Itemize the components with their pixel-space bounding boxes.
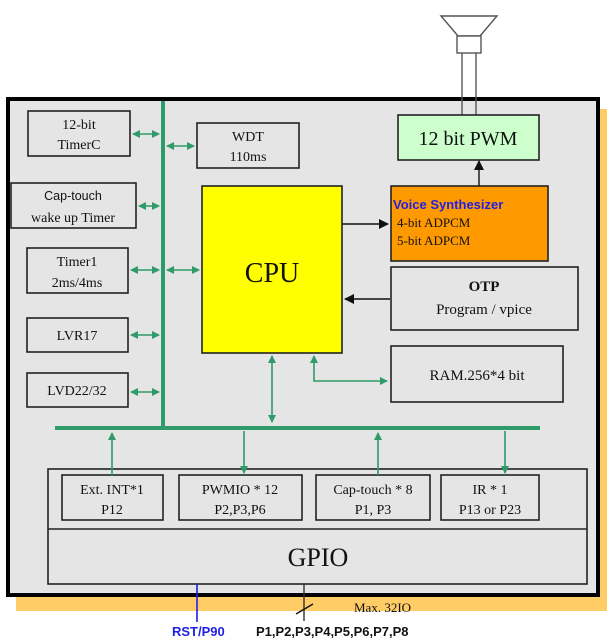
- otp-title: OTP: [469, 279, 500, 295]
- timerc-line1: 12-bit: [62, 118, 96, 133]
- io-ext-int-line1: Ext. INT*1: [80, 483, 144, 498]
- voice-synth-line1: 4-bit ADPCM: [397, 215, 471, 230]
- captouch-timer-line2: wake up Timer: [31, 211, 115, 226]
- io-ext-int-line2: P12: [101, 503, 123, 518]
- timerc-block: 12-bit TimerC: [27, 110, 131, 157]
- ram-label: RAM.256*4 bit: [429, 368, 525, 384]
- wdt-line2: 110ms: [230, 150, 267, 165]
- cpu-block: CPU: [201, 185, 343, 354]
- io-block-ext-int: Ext. INT*1 P12: [61, 474, 164, 521]
- io-captouch-line1: Cap-touch * 8: [333, 483, 412, 498]
- io-ir-line1: IR * 1: [473, 483, 508, 498]
- io-captouch-line2: P1, P3: [355, 503, 392, 518]
- pwm-label: 12 bit PWM: [419, 128, 518, 150]
- voice-synth-line2: 5-bit ADPCM: [397, 233, 471, 248]
- otp-block: OTP Program / vpice: [390, 266, 579, 331]
- wdt-block: WDT 110ms: [196, 122, 300, 169]
- lvd-label: LVD22/32: [47, 384, 106, 399]
- ram-block: RAM.256*4 bit: [390, 345, 564, 403]
- cpu-label: CPU: [245, 258, 299, 289]
- rst-pin-label: RST/P90: [172, 624, 225, 639]
- speaker-icon: [439, 15, 499, 115]
- io-pwmio-line2: P2,P3,P6: [214, 503, 265, 518]
- cpu-ram-arrow: [310, 355, 388, 385]
- io-block-captouch: Cap-touch * 8 P1, P3: [315, 474, 431, 521]
- io-block-pwmio: PWMIO * 12 P2,P3,P6: [178, 474, 303, 521]
- otp-line1: Program / vpice: [436, 302, 532, 318]
- io-ir-line2: P13 or P23: [459, 503, 521, 518]
- wdt-line1: WDT: [232, 130, 264, 145]
- lvr-label: LVR17: [57, 329, 98, 344]
- captouch-timer-line1: Cap-touch: [44, 189, 102, 203]
- captouch-timer-block: Cap-touch wake up Timer: [10, 182, 137, 229]
- gpio-label: GPIO: [288, 543, 349, 572]
- timer1-block: Timer1 2ms/4ms: [26, 247, 129, 294]
- io-block-ir: IR * 1 P13 or P23: [440, 474, 540, 521]
- timer1-line1: Timer1: [57, 255, 98, 270]
- max-io-label: Max. 32IO: [354, 600, 411, 615]
- voice-synth-block: Voice Synthesizer 4-bit ADPCM 5-bit ADPC…: [390, 185, 549, 262]
- timer1-line2: 2ms/4ms: [52, 276, 103, 291]
- bus-width-slash: [295, 603, 314, 615]
- lvd-block: LVD22/32: [26, 372, 129, 408]
- voice-synth-title: Voice Synthesizer: [393, 197, 503, 212]
- timerc-line2: TimerC: [57, 138, 100, 153]
- lvr-block: LVR17: [26, 317, 129, 353]
- pwm-block: 12 bit PWM: [397, 114, 540, 161]
- io-pwmio-line1: PWMIO * 12: [202, 483, 278, 498]
- ports-label: P1,P2,P3,P4,P5,P6,P7,P8: [256, 624, 409, 639]
